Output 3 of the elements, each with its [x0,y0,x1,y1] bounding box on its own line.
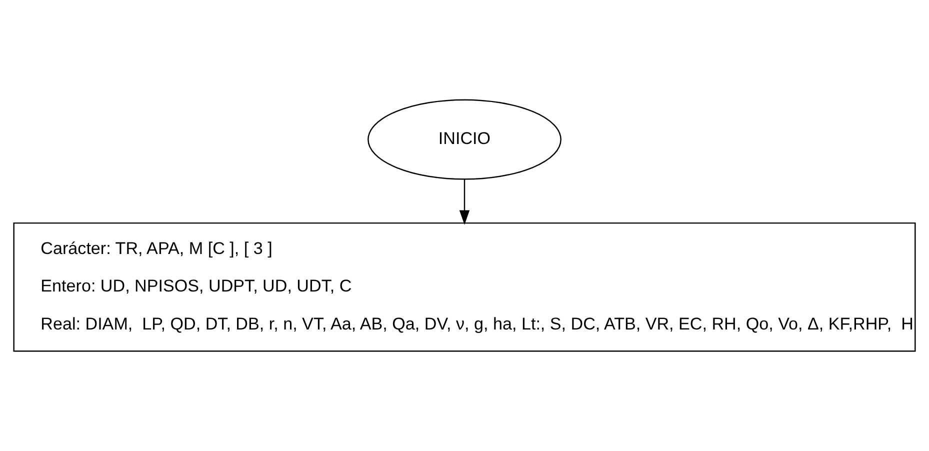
node-box: Carácter: TR, APA, M [C ], [ 3 ] Entero: UD, NPISOS, UDPT, UD, UDT, C Real: DIAM, LP, QD, DT, DB, r, n, VT, Aa, AB, Qa, DV, ν, g, ha, Lt:, S, DC, ATB, VR, EC, RH, Qo, Vo, Δ, KF,RHP, H [13,222,916,352]
arrow [459,179,470,225]
node-ellipse: INICIO [368,99,562,180]
